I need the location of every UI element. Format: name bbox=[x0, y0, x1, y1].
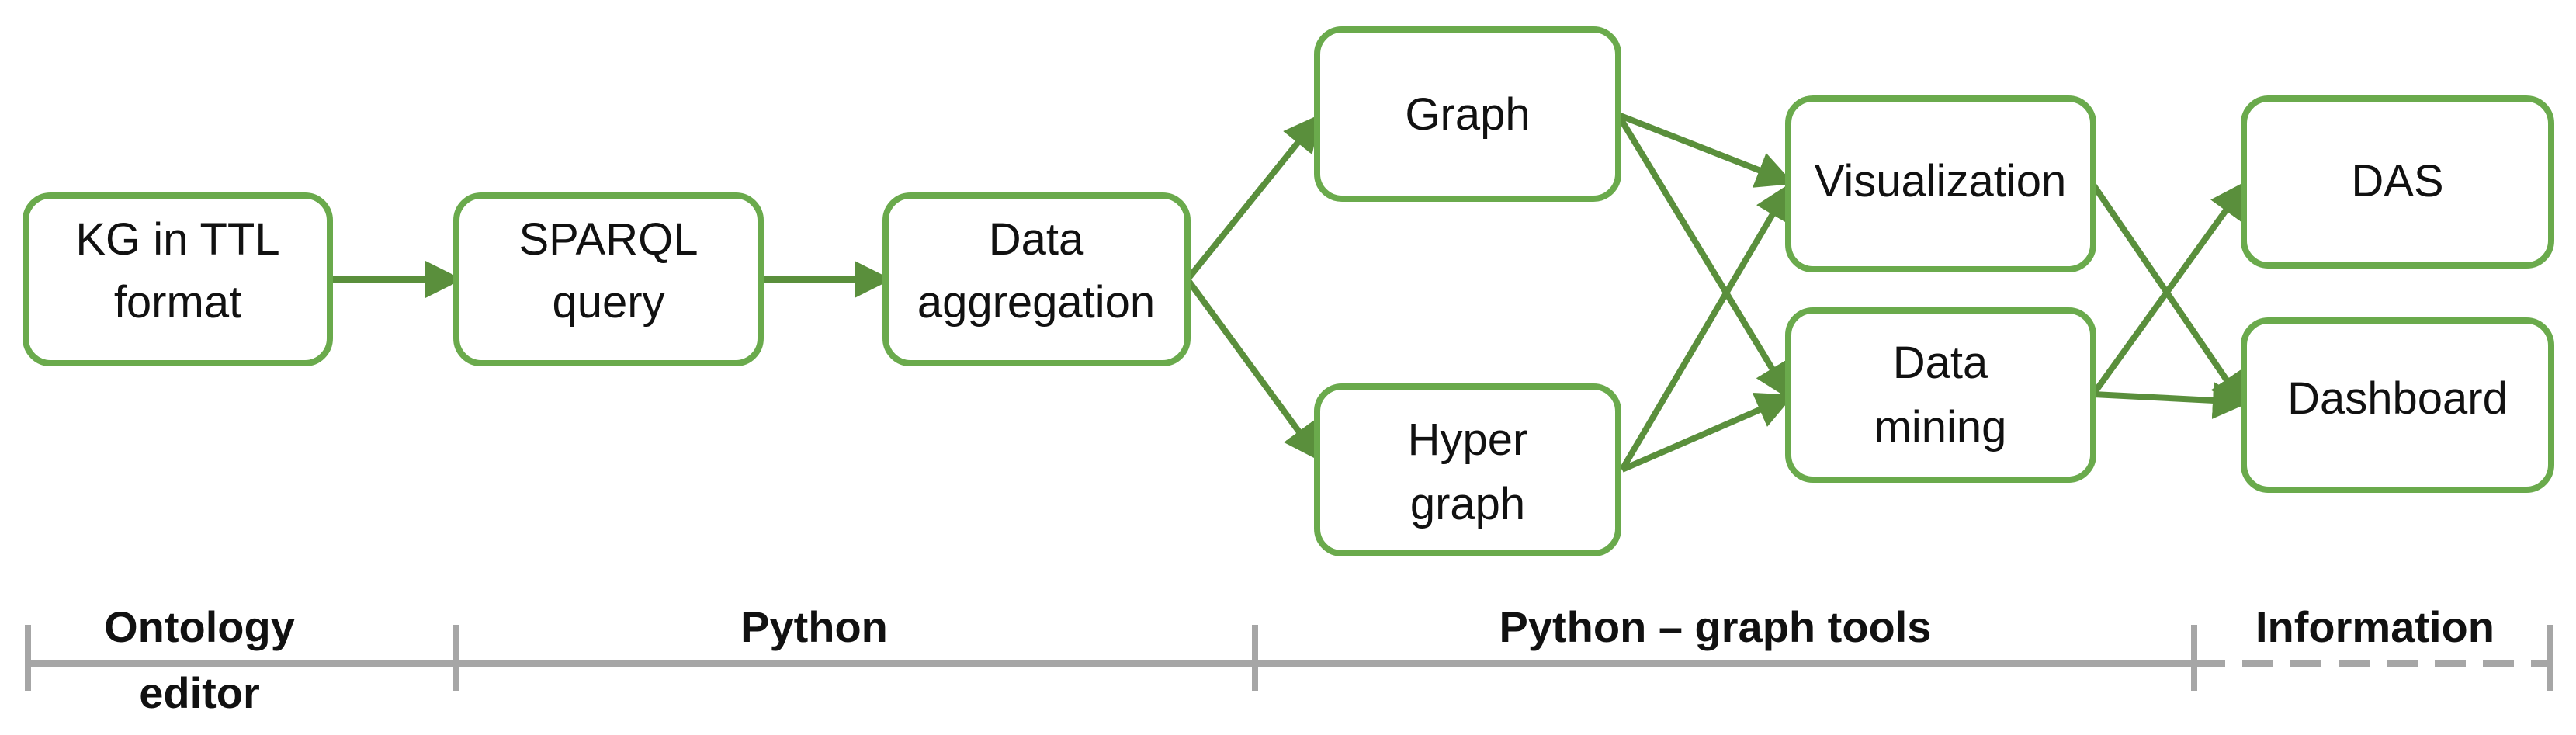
node-kg-in-ttl-format: KG in TTL format bbox=[23, 192, 333, 366]
arrows bbox=[330, 112, 2250, 473]
node-box bbox=[1314, 26, 1621, 202]
section-label: Information bbox=[2255, 602, 2495, 651]
node-label: query bbox=[552, 277, 664, 328]
section-label: Ontology bbox=[104, 602, 295, 651]
node-box bbox=[1314, 383, 1621, 556]
node-label: mining bbox=[1874, 402, 2007, 452]
section-label: Python bbox=[740, 602, 888, 651]
timeline bbox=[25, 625, 2553, 691]
node-label: Hyper bbox=[1408, 414, 1528, 465]
node-box bbox=[2241, 317, 2554, 493]
node-label: DAS bbox=[2351, 156, 2443, 206]
node-label: Data bbox=[1893, 338, 1988, 388]
node-label: SPARQL bbox=[518, 214, 698, 265]
node-label: aggregation bbox=[917, 277, 1155, 328]
section-label: Python – graph tools bbox=[1499, 602, 1932, 651]
node-das: DAS bbox=[2241, 95, 2554, 269]
node-box bbox=[2241, 95, 2554, 269]
node-label: Data bbox=[989, 214, 1084, 265]
node-label: Dashboard bbox=[2287, 373, 2508, 424]
node-hyper-graph: Hyper graph bbox=[1314, 383, 1621, 556]
node-box bbox=[1785, 307, 2096, 483]
arrow-mining-to-das bbox=[2090, 180, 2248, 397]
arrow-aggregation-to-graph bbox=[1184, 113, 1322, 282]
node-data-aggregation: Data aggregation bbox=[882, 192, 1191, 366]
section-python-graph-tools: Python – graph tools bbox=[1499, 602, 1932, 651]
arrow-aggregation-to-hypergraph bbox=[1184, 277, 1321, 462]
arrow-hypergraph-to-mining bbox=[1621, 392, 1794, 473]
arrow-mining-to-dashboard bbox=[2092, 381, 2250, 419]
section-information: Information bbox=[2255, 602, 2495, 651]
node-graph: Graph bbox=[1314, 26, 1621, 202]
node-dashboard: Dashboard bbox=[2241, 317, 2554, 493]
node-data-mining: Data mining bbox=[1785, 307, 2096, 483]
section-ontology-editor: Ontology editor bbox=[104, 602, 295, 717]
node-box bbox=[453, 192, 764, 366]
node-label: Graph bbox=[1405, 89, 1530, 140]
arrow-graph-to-mining bbox=[1615, 113, 1792, 400]
node-sparql-query: SPARQL query bbox=[453, 192, 764, 366]
arrow-graph-to-visualization bbox=[1617, 112, 1794, 188]
node-label: KG in TTL bbox=[75, 214, 279, 265]
section-python: Python bbox=[740, 602, 888, 651]
arrow-hypergraph-to-visualization bbox=[1619, 182, 1792, 472]
node-box bbox=[1785, 95, 2096, 272]
node-box bbox=[882, 192, 1191, 366]
node-label: graph bbox=[1410, 479, 1525, 529]
node-visualization: Visualization bbox=[1785, 95, 2096, 272]
section-label: editor bbox=[139, 668, 260, 717]
node-box bbox=[23, 192, 333, 366]
node-label: Visualization bbox=[1815, 156, 2067, 206]
node-label: format bbox=[114, 277, 241, 328]
